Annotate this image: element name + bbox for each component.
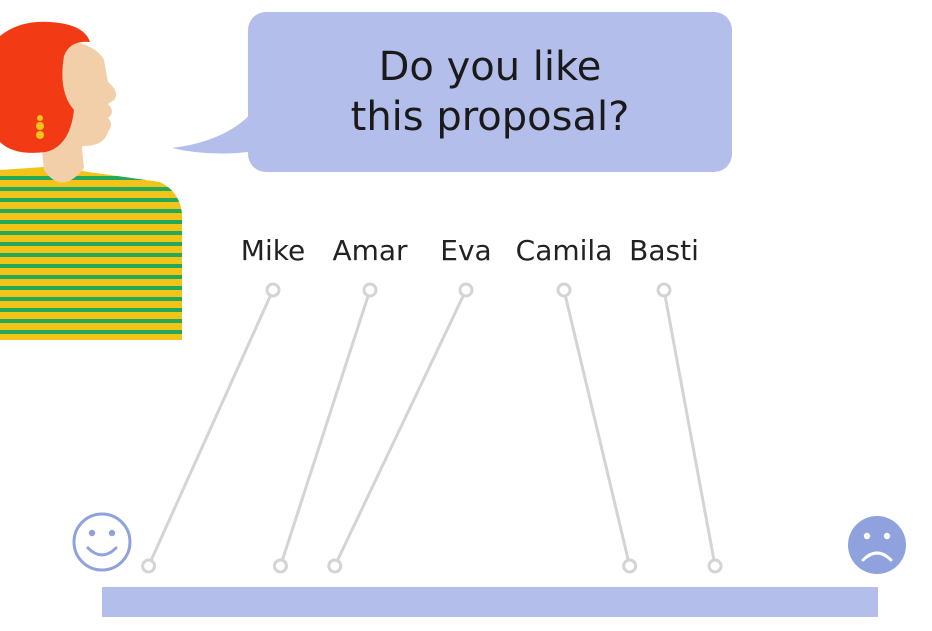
voter-name: Basti [629,234,699,267]
connector-top-dot [362,282,378,298]
connector-top-dot [265,282,281,298]
shirt-stripe [0,341,190,345]
question-line-1: Do you like [378,44,602,90]
shirt-stripe [0,264,182,268]
connector-line [279,289,372,567]
connector-top-dot [556,282,572,298]
shirt-stripe [0,220,182,224]
connector-bottom-dot [707,558,723,574]
shirt-stripe [0,253,182,257]
shirt-stripe [0,231,182,235]
shirt-stripe [0,286,182,290]
shirt-stripe [0,176,182,180]
earring-icon [36,115,44,139]
sad-face-icon [848,516,906,574]
speech-bubble [172,12,732,172]
connector-bottom-dot [622,558,638,574]
question-line-2: this proposal? [350,94,630,140]
question-text: Do you like this proposal? [248,12,732,172]
shirt-stripe [0,308,182,312]
connector-bottom-dot [272,558,288,574]
shirt-stripe [0,242,182,246]
connector-line [562,289,632,567]
connector-top-dot [458,282,474,298]
striped-shirt [0,166,190,345]
shirt-stripe [0,297,182,301]
connector-bottom-dot [327,558,343,574]
shirt-stripe [0,209,182,213]
hair [0,21,90,153]
shirt-stripe [0,330,182,334]
connector-top-dot [656,282,672,298]
scale-bar [102,587,878,617]
shirt-stripe [0,275,182,279]
voter-name: Camila [515,234,613,267]
connector-line [147,289,275,567]
voter-name: Mike [240,234,306,267]
connector-bottom-dot [141,558,157,574]
person-illustration [0,21,190,345]
vote-connectors [141,282,723,574]
shirt-stripe [0,187,182,191]
voter-name: Eva [440,234,492,267]
smiley-face-icon [72,512,132,572]
connector-line [662,289,717,567]
voter-name: Amar [332,234,408,267]
shirt-stripe [0,198,182,202]
shirt-stripe [0,319,182,323]
connector-line [333,289,468,567]
